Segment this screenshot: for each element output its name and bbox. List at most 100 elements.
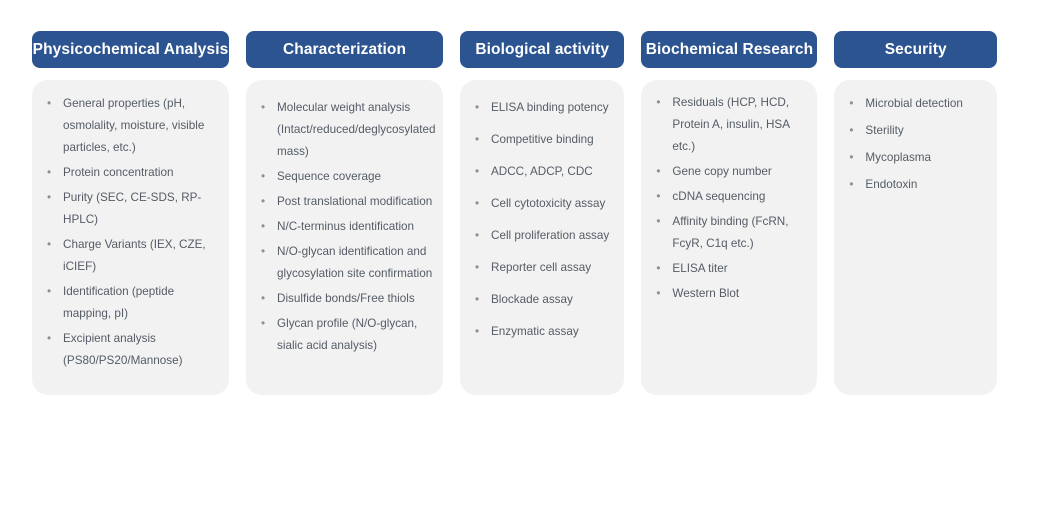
bullet-icon: • <box>656 262 661 275</box>
bullet-list-physicochemical-analysis: • General properties (pH, osmolality, moi… <box>42 93 219 372</box>
list-item-label: Microbial detection <box>865 97 963 110</box>
bullet-list-characterization: • Molecular weight analysis (Intact/reduc… <box>256 97 436 357</box>
list-item-label: Glycan profile (N/O-glycan, sialic acid … <box>277 317 418 352</box>
list-item: •Endotoxin <box>844 174 987 196</box>
list-item: • Glycan profile (N/O-glycan, sialic acid… <box>256 313 433 357</box>
column-container: Physicochemical Analysis • General proper… <box>32 31 997 395</box>
column-card-biochemical-research: •Residuals (HCP, HCD, Protein A, insulin… <box>641 80 818 395</box>
list-item-label: Post translational modification <box>277 195 433 208</box>
bullet-icon: • <box>475 133 480 146</box>
bullet-icon: • <box>261 220 266 233</box>
list-item: •N/C-terminus identification <box>256 216 433 238</box>
list-item-label: ELISA titer <box>672 262 728 275</box>
list-item-label: Excipient analysis (PS80/PS20/Mannose) <box>63 332 183 367</box>
list-item: • Charge Variants (IEX, CZE, iCIEF) <box>42 234 219 278</box>
column-header-physicochemical-analysis[interactable]: Physicochemical Analysis <box>32 31 229 68</box>
list-item-label: Competitive binding <box>491 133 594 146</box>
list-item: • Molecular weight analysis (Intact/reduc… <box>256 97 436 163</box>
list-item: • General properties (pH, osmolality, moi… <box>42 93 219 159</box>
list-item-label: ADCC, ADCP, CDC <box>491 165 593 178</box>
list-item: • Reporter cell assay <box>470 257 614 279</box>
bullet-icon: • <box>475 165 480 178</box>
list-item: • Affinity binding (FcRN, FcyR, C1q etc.) <box>651 211 807 255</box>
list-item-label: Gene copy number <box>672 165 772 178</box>
column-card-physicochemical-analysis: • General properties (pH, osmolality, moi… <box>32 80 229 395</box>
bullet-icon: • <box>261 195 266 208</box>
list-item: • Cell proliferation assay <box>470 225 614 247</box>
column-header-biological-activity[interactable]: Biological activity <box>460 31 625 68</box>
column-card-biological-activity: • ELISA binding potency • Competitive bind… <box>460 80 625 395</box>
bullet-icon: • <box>261 245 266 258</box>
bullet-icon: • <box>47 332 52 345</box>
column-physicochemical-analysis: Physicochemical Analysis • General proper… <box>32 31 229 395</box>
bullet-icon: • <box>656 215 661 228</box>
list-item-label: Molecular weight analysis (Intact/reduce… <box>277 101 436 158</box>
list-item: • Excipient analysis (PS80/PS20/Mannose) <box>42 328 219 372</box>
column-security: Security •Microbial detection •Sterility… <box>834 31 997 395</box>
bullet-list-security: • Microbial detection •Sterility • Mycopla… <box>844 93 987 196</box>
list-item: • ADCC, ADCP, CDC <box>470 161 614 183</box>
list-item-label: Purity (SEC, CE-SDS, RP-HPLC) <box>63 191 202 226</box>
bullet-icon: • <box>47 238 52 251</box>
list-item: • Gene copy number <box>651 161 807 183</box>
bullet-icon: • <box>261 317 266 330</box>
list-item-label: Sequence coverage <box>277 170 381 183</box>
list-item-label: Blockade assay <box>491 293 573 306</box>
list-item-label: Protein concentration <box>63 166 174 179</box>
list-item-label: Endotoxin <box>865 178 918 191</box>
list-item-label: Charge Variants (IEX, CZE, iCIEF) <box>63 238 206 273</box>
list-item-label: Identification (peptide mapping, pI) <box>63 285 175 320</box>
bullet-icon: • <box>849 151 854 164</box>
list-item: •Enzymatic assay <box>470 321 614 343</box>
list-item: • Mycoplasma <box>844 147 987 169</box>
list-item-label: Mycoplasma <box>865 151 932 164</box>
bullet-icon: • <box>475 293 480 306</box>
bullet-icon: • <box>47 191 52 204</box>
list-item-label: Disulfide bonds/Free thiols <box>277 292 415 305</box>
list-item: • Microbial detection <box>844 93 987 115</box>
bullet-icon: • <box>47 166 52 179</box>
list-item: •Western Blot <box>651 283 807 305</box>
column-card-security: • Microbial detection •Sterility • Mycopla… <box>834 80 997 395</box>
bullet-list-biological-activity: • ELISA binding potency • Competitive bind… <box>470 97 614 343</box>
list-item: •Residuals (HCP, HCD, Protein A, insulin… <box>651 92 807 158</box>
list-item-label: Affinity binding (FcRN, FcyR, C1q etc.) <box>672 215 789 250</box>
bullet-icon: • <box>261 292 266 305</box>
list-item: • Protein concentration <box>42 162 219 184</box>
list-item: • Disulfide bonds/Free thiols <box>256 288 433 310</box>
list-item-label: Cell cytotoxicity assay <box>491 197 606 210</box>
list-item-label: General properties (pH, osmolality, mois… <box>63 97 205 154</box>
list-item: • Blockade assay <box>470 289 614 311</box>
list-item: • Purity (SEC, CE-SDS, RP-HPLC) <box>42 187 219 231</box>
bullet-icon: • <box>475 261 480 274</box>
list-item: •Identification (peptide mapping, pI) <box>42 281 219 325</box>
list-item-label: Sterility <box>865 124 904 137</box>
bullet-icon: • <box>656 165 661 178</box>
list-item-label: Reporter cell assay <box>491 261 592 274</box>
bullet-icon: • <box>656 190 661 203</box>
list-item: •cDNA sequencing <box>651 186 807 208</box>
bullet-icon: • <box>849 97 854 110</box>
bullet-list-biochemical-research: •Residuals (HCP, HCD, Protein A, insulin… <box>651 92 807 305</box>
list-item-label: Cell proliferation assay <box>491 229 610 242</box>
column-header-biochemical-research[interactable]: Biochemical Research <box>641 31 818 68</box>
list-item: • N/O-glycan identification and glycosyla… <box>256 241 433 285</box>
bullet-icon: • <box>475 197 480 210</box>
column-biological-activity: Biological activity • ELISA binding poten… <box>460 31 625 395</box>
list-item: • ELISA titer <box>651 258 807 280</box>
bullet-icon: • <box>47 97 52 110</box>
column-card-characterization: • Molecular weight analysis (Intact/reduc… <box>246 80 443 395</box>
bullet-icon: • <box>475 229 480 242</box>
bullet-icon: • <box>475 101 480 114</box>
list-item-label: N/O-glycan identification and glycosylat… <box>277 245 433 280</box>
bullet-icon: • <box>475 325 480 338</box>
list-item: •Sterility <box>844 120 987 142</box>
column-header-characterization[interactable]: Characterization <box>246 31 443 68</box>
list-item-label: ELISA binding potency <box>491 101 609 114</box>
column-header-security[interactable]: Security <box>834 31 997 68</box>
list-item-label: Western Blot <box>672 287 740 300</box>
bullet-icon: • <box>261 101 266 114</box>
column-characterization: Characterization • Molecular weight analy… <box>246 31 443 395</box>
column-biochemical-research: Biochemical Research •Residuals (HCP, HC… <box>641 31 818 395</box>
